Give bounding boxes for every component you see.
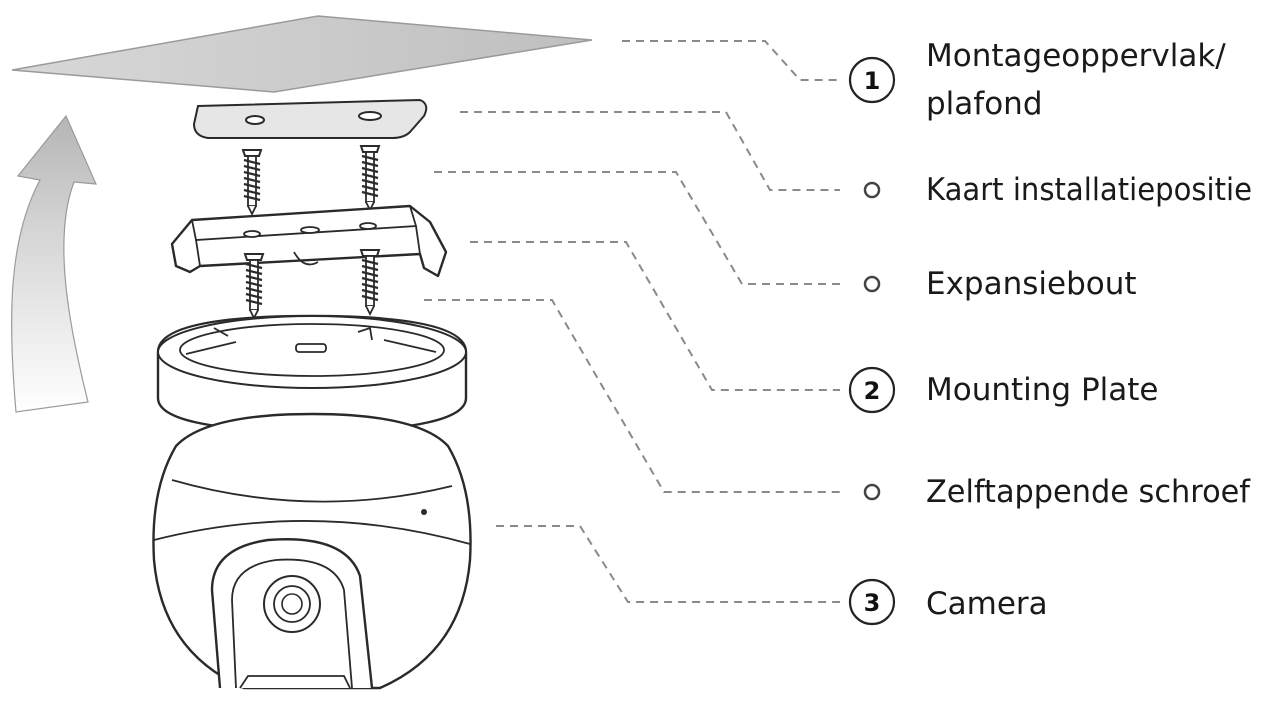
self-tapping-screw-right [359, 248, 381, 316]
leader-lines [424, 40, 840, 603]
svg-text:3: 3 [864, 589, 881, 617]
label-mounting-surface-line2: plafond [926, 86, 1043, 122]
marker-1: 1 [848, 56, 896, 104]
marker-3: 3 [848, 578, 896, 626]
bullet-2 [863, 181, 881, 199]
leader-line-5 [424, 299, 840, 493]
ceiling-surface [11, 15, 593, 93]
label-position-card: Kaart installatiepositie [926, 172, 1252, 208]
camera-icon [152, 314, 472, 690]
leader-line-1 [622, 40, 840, 81]
svg-text:1: 1 [864, 67, 881, 95]
bullet-5 [863, 483, 881, 501]
leader-line-4 [470, 241, 840, 391]
expansion-bolt-left [241, 148, 263, 216]
svg-text:2: 2 [864, 377, 881, 405]
mounting-plate [170, 204, 448, 278]
position-card [192, 98, 428, 139]
marker-2: 2 [848, 366, 896, 414]
leader-line-2 [460, 111, 840, 191]
label-expansion-bolt: Expansiebout [926, 266, 1137, 302]
expansion-bolt-right [359, 144, 381, 212]
label-self-tapping-screw: Zelftappende schroef [926, 474, 1251, 510]
leader-line-6 [496, 525, 840, 603]
leader-line-3 [434, 171, 840, 285]
label-mounting-surface: Montageoppervlak/ [926, 38, 1226, 74]
label-mounting-plate: Mounting Plate [926, 372, 1159, 408]
label-camera: Camera [926, 586, 1048, 622]
arrow-up-icon [10, 114, 97, 413]
bullet-3 [863, 275, 881, 293]
